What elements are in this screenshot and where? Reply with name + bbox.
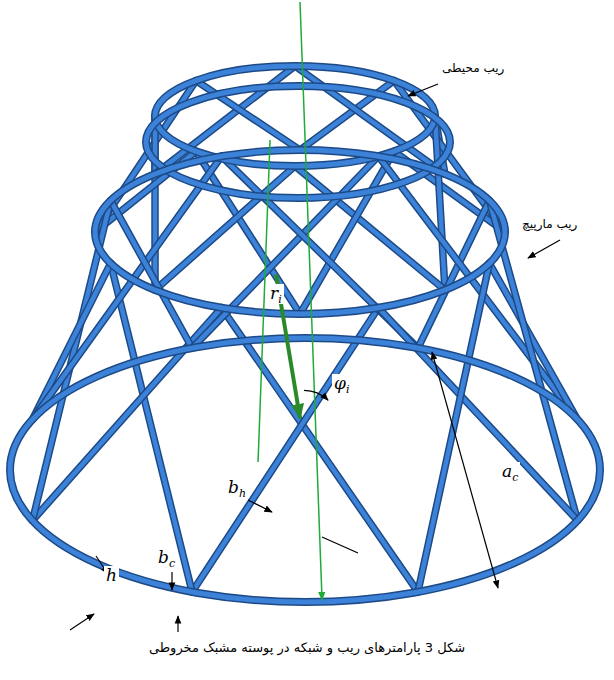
circumferential-rib <box>95 150 505 314</box>
symbol: φ <box>334 373 346 393</box>
leader-line <box>322 537 358 553</box>
helical-rib <box>435 116 445 290</box>
leader-arrow <box>408 84 438 96</box>
helical-rib <box>32 263 110 419</box>
leader-arrow <box>528 240 560 258</box>
leader-arrow <box>177 616 178 632</box>
helical-rib <box>111 263 193 592</box>
helical-rib <box>489 263 577 419</box>
symbol-label: ac <box>500 462 520 482</box>
helical-rib <box>300 151 394 314</box>
helical-rib <box>151 116 159 290</box>
symbol-subscript: h <box>239 487 246 500</box>
helical-rib <box>111 263 193 592</box>
leader-arrow <box>171 572 172 590</box>
symbol-label: ri <box>268 284 284 304</box>
symbol: b <box>158 547 169 567</box>
helical-rib <box>155 166 295 290</box>
helical-rib <box>435 116 445 290</box>
circumferential-rib <box>10 338 600 602</box>
helical-rib <box>378 308 577 521</box>
figure-caption: شکل 3 پارامترهای ریب و شبکه در پوسته مشب… <box>149 640 465 655</box>
circumferential-rib <box>146 86 450 198</box>
radius-vector <box>276 274 300 418</box>
helical-rib <box>295 166 445 290</box>
part-label: ریب محیطی <box>440 62 506 76</box>
symbol-label: bh <box>226 478 248 498</box>
helical-rib <box>192 308 378 592</box>
caption-row: شکل 3 پارامترهای ریب و شبکه در پوسته مشب… <box>0 640 614 655</box>
symbol-subscript: i <box>346 383 350 396</box>
symbol-subscript: i <box>278 293 282 306</box>
axis-line <box>300 2 322 600</box>
symbol-label: bc <box>156 548 177 568</box>
helical-rib <box>300 151 394 314</box>
helical-rib <box>192 308 378 592</box>
symbol-label: φi <box>332 374 351 394</box>
leader-arrow <box>248 500 272 512</box>
helical-rib <box>32 263 110 419</box>
helical-rib <box>32 156 221 419</box>
circumferential-rib <box>95 150 505 314</box>
helical-rib <box>489 263 577 419</box>
leader-arrow <box>70 614 94 630</box>
symbol-subscript: c <box>169 557 175 570</box>
symbol: b <box>228 477 239 497</box>
angle-arc <box>304 390 328 400</box>
helical-rib <box>32 156 221 419</box>
circumferential-rib <box>146 86 450 198</box>
symbol: r <box>270 283 278 303</box>
helical-rib <box>295 166 445 290</box>
helical-rib <box>155 166 295 290</box>
dimension-line <box>432 352 498 588</box>
symbol-subscript: c <box>512 471 518 484</box>
helical-rib <box>153 116 158 290</box>
part-label: ریب مارپیچ <box>520 218 579 232</box>
part-label: h <box>104 566 119 586</box>
circumferential-rib <box>10 338 600 602</box>
helical-rib <box>378 308 577 521</box>
symbol: a <box>502 461 512 481</box>
